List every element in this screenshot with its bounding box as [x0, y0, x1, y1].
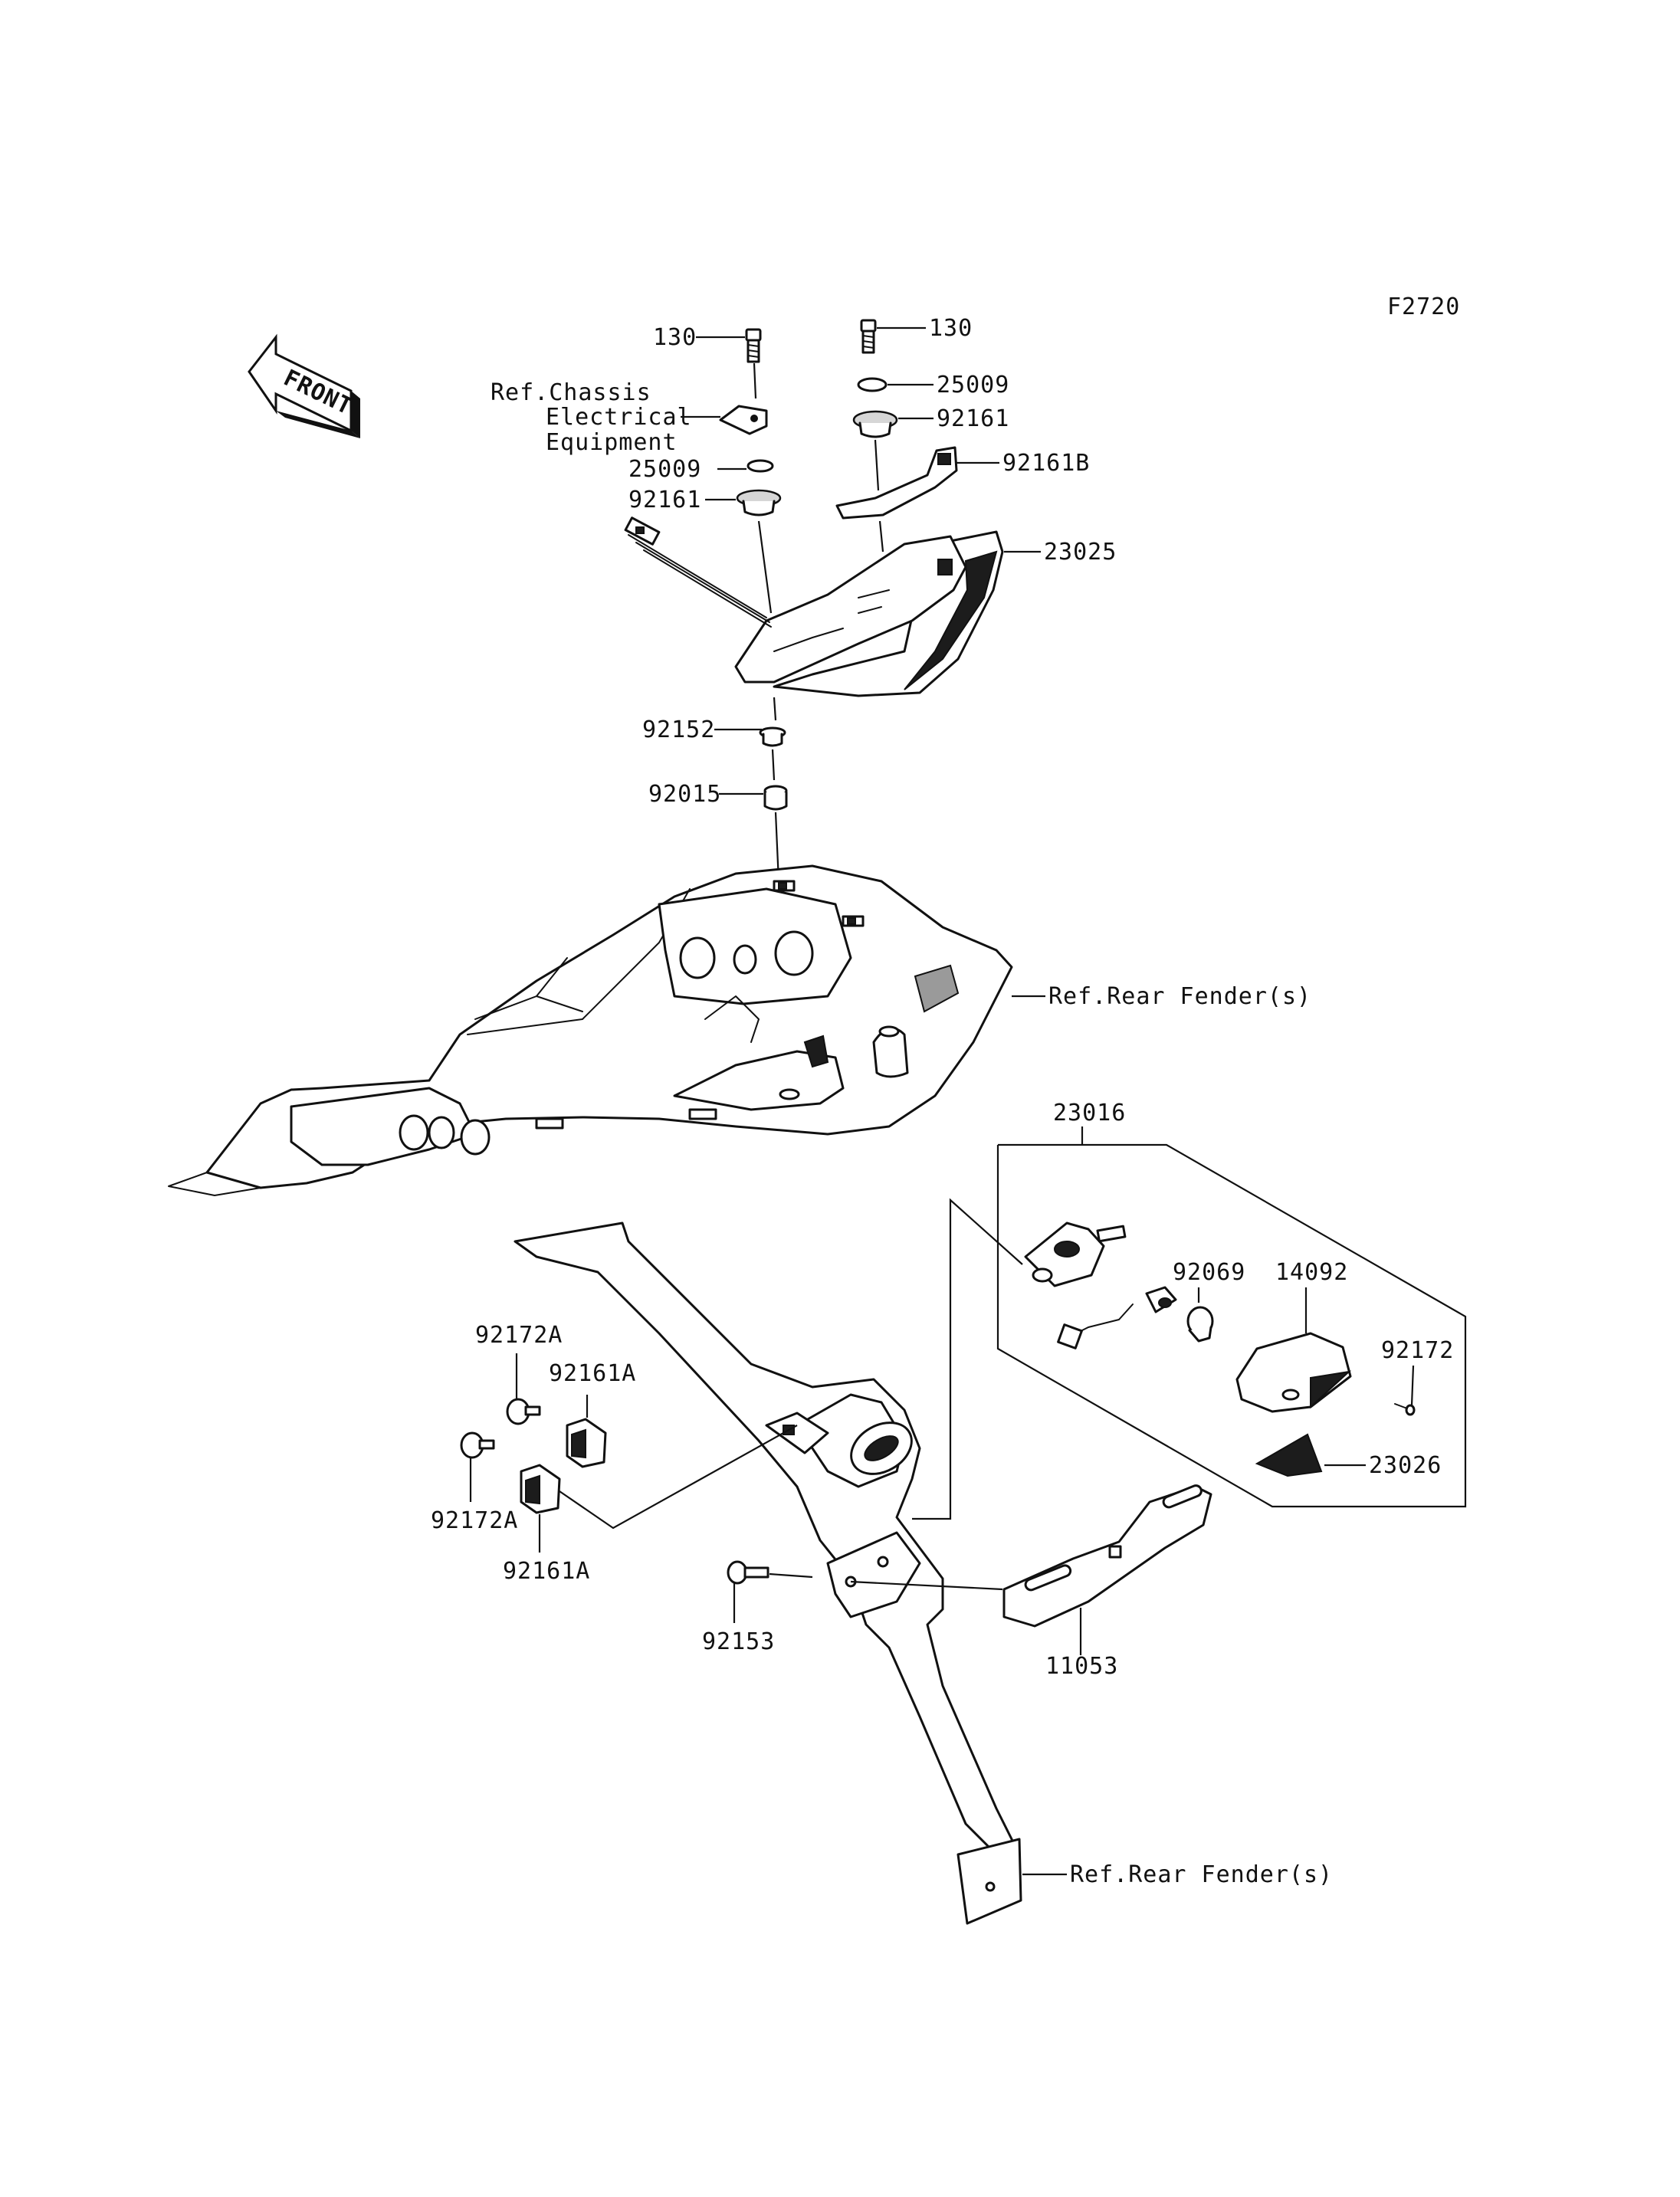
label-92161a-top: 92161A — [549, 1360, 636, 1387]
lens-14092 — [1235, 1332, 1352, 1413]
bulb-92069 — [1186, 1306, 1214, 1343]
washer-25009-left — [746, 459, 774, 473]
label-14092: 14092 — [1275, 1259, 1348, 1286]
label-130-right: 130 — [929, 315, 973, 342]
label-92172: 92172 — [1381, 1337, 1454, 1364]
label-25009-left: 25009 — [628, 456, 701, 483]
rear-fender — [168, 864, 1013, 1196]
bolt-130-left — [745, 328, 762, 363]
label-23026: 23026 — [1369, 1452, 1442, 1479]
figure-code: F2720 — [1387, 293, 1460, 320]
label-92161b: 92161B — [1002, 450, 1090, 477]
ref-electrical-label: Electrical — [546, 404, 692, 431]
label-25009-right: 25009 — [937, 372, 1009, 398]
nut-92015 — [763, 785, 788, 811]
label-92161a-bottom: 92161A — [503, 1558, 590, 1585]
lamp-housing — [1024, 1221, 1127, 1287]
taillight-23025 — [624, 516, 1004, 697]
fender-bracket — [514, 1221, 1022, 1925]
screw-92172a-top — [506, 1398, 541, 1425]
grommet-92161-left — [736, 489, 782, 516]
label-11053: 11053 — [1045, 1653, 1118, 1680]
bolt-92153 — [727, 1560, 769, 1585]
screw-92172a-bottom — [460, 1431, 495, 1459]
label-92172a-top: 92172A — [475, 1322, 563, 1349]
label-92161-right: 92161 — [937, 405, 1009, 432]
ref-rear-fender-upper: Ref.Rear Fender(s) — [1048, 983, 1311, 1010]
washer-25009-right — [857, 377, 888, 392]
label-92152: 92152 — [642, 716, 715, 743]
grommet-92161-right — [852, 410, 898, 438]
label-92069: 92069 — [1173, 1259, 1245, 1286]
damper-92161a-top — [566, 1418, 607, 1468]
label-23025: 23025 — [1044, 539, 1117, 566]
bolt-130-right — [860, 319, 877, 354]
label-130-left: 130 — [653, 324, 697, 351]
label-92015: 92015 — [648, 781, 721, 808]
label-92161-left: 92161 — [628, 487, 701, 513]
label-23016: 23016 — [1053, 1100, 1126, 1126]
bracket-92161b — [835, 446, 958, 520]
ref-equipment-label: Equipment — [546, 429, 678, 456]
reflector-23026 — [1255, 1433, 1323, 1477]
collar-92152 — [759, 726, 786, 747]
bulb-socket — [1057, 1286, 1177, 1349]
assembly-box-23016 — [996, 1126, 1467, 1508]
screw-92172 — [1394, 1403, 1416, 1416]
front-arrow-icon: FRONT — [248, 333, 360, 438]
ref-chassis-label: Ref.Chassis — [491, 379, 651, 406]
wire-clamp — [719, 405, 768, 435]
label-92172a-bottom: 92172A — [431, 1507, 518, 1534]
damper-92161a-bottom — [520, 1464, 561, 1514]
label-92153: 92153 — [702, 1628, 775, 1655]
ref-rear-fender-lower: Ref.Rear Fender(s) — [1070, 1861, 1333, 1888]
plate-bracket-11053 — [1002, 1484, 1212, 1628]
